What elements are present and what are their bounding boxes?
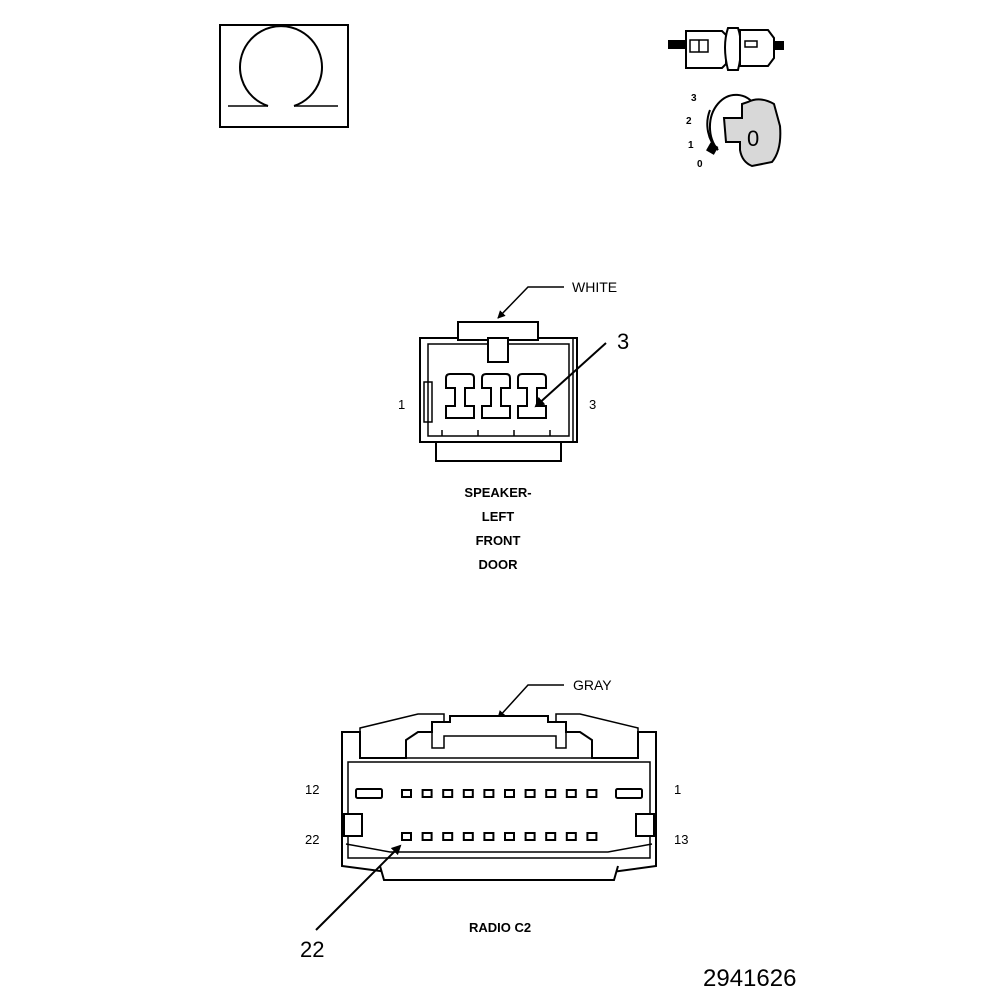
ignition-position-3: 3 <box>691 93 697 104</box>
speaker-callout-cavity: 3 <box>617 329 629 354</box>
radio-connector: GRAY 22 12 1 22 13 RADIO C2 <box>300 677 688 962</box>
disconnected-connector-icon <box>668 27 784 71</box>
radio-cavity-row1 <box>586 789 598 798</box>
ignition-position-2: 2 <box>686 116 692 127</box>
ignition-key-off-icon: 0 3 2 1 0 <box>686 93 782 170</box>
radio-cavity-row1 <box>615 788 643 799</box>
speaker-cavity <box>481 373 511 419</box>
radio-cavity-row2 <box>401 832 412 841</box>
radio-cavity-row1 <box>524 789 536 798</box>
speaker-connector: WHITE 3 1 3 SPEAKER- LEFT FRONT DOOR <box>398 279 629 572</box>
ohmmeter-symbol-icon <box>219 24 349 128</box>
radio-cavity-row2 <box>442 832 454 841</box>
speaker-name-line-2: LEFT <box>482 509 515 524</box>
radio-cavity-row1 <box>565 789 577 798</box>
radio-callout-cavity: 22 <box>300 937 324 962</box>
radio-cavity-row1 <box>442 789 454 798</box>
speaker-name-line-4: DOOR <box>479 557 519 572</box>
radio-connector-name: RADIO C2 <box>469 920 531 935</box>
radio-cavity-row1 <box>401 789 412 798</box>
radio-row1-left-label: 12 <box>305 782 319 797</box>
speaker-pin-label-right: 3 <box>589 397 596 412</box>
speaker-cavity <box>445 373 475 419</box>
radio-cavity-row2 <box>483 832 495 841</box>
radio-cavity-row1 <box>355 788 383 799</box>
ignition-position-1: 1 <box>688 140 694 151</box>
ignition-position-0: 0 <box>697 159 703 170</box>
radio-cavity-row1 <box>421 789 433 798</box>
radio-cavity-row2 <box>524 832 536 841</box>
radio-cavity-row2 <box>462 832 474 841</box>
radio-cavity-row1 <box>483 789 495 798</box>
radio-cavity-row1 <box>462 789 474 798</box>
speaker-name-line-1: SPEAKER- <box>464 485 531 500</box>
radio-cavity-row2 <box>586 832 598 841</box>
radio-row2-left-label: 22 <box>305 832 319 847</box>
radio-connector-color-label: GRAY <box>573 677 612 693</box>
radio-cavity-row1 <box>545 789 557 798</box>
speaker-connector-color-label: WHITE <box>572 279 617 295</box>
radio-cavity-row2 <box>504 832 515 841</box>
radio-cavity-row2 <box>565 832 577 841</box>
radio-cavity-row2 <box>545 832 557 841</box>
radio-cavity-row1 <box>504 789 515 798</box>
figure-number: 2941626 <box>703 965 796 992</box>
radio-row1-right-label: 1 <box>674 782 681 797</box>
radio-row2-right-label: 13 <box>674 832 688 847</box>
speaker-name-line-3: FRONT <box>476 533 521 548</box>
speaker-pin-label-left: 1 <box>398 397 405 412</box>
radio-cavity-row2 <box>421 832 433 841</box>
ignition-key-label: 0 <box>747 126 759 151</box>
